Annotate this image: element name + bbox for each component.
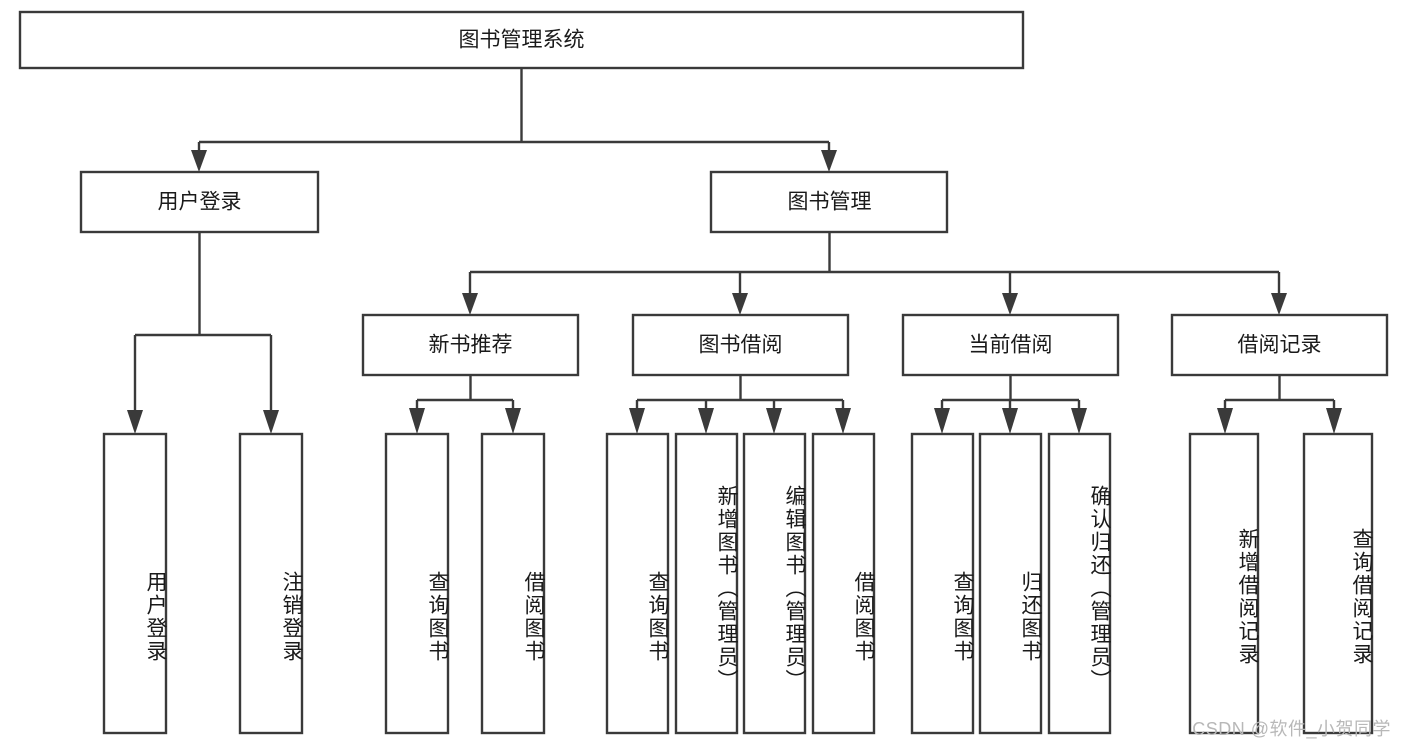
arrow-head-borrow-book: [732, 293, 748, 315]
connector-group-root: [191, 68, 837, 172]
leaf-group-borrow-book: [605, 432, 876, 735]
arrow-head-leaf-edit-book: [766, 408, 782, 434]
connector-group-current-borrow: [934, 375, 1087, 434]
node-root[interactable]: 图书管理系统: [18, 10, 1025, 70]
connector-group-new-book: [409, 375, 521, 434]
leaf-box-edit-book[interactable]: [742, 432, 807, 735]
node-label-current-borrow: 当前借阅: [969, 334, 1053, 357]
connector-group-user-login: [127, 232, 279, 434]
leaf-box-confirm-return[interactable]: [1047, 432, 1112, 735]
arrow-head-leaf-logout: [263, 410, 279, 434]
leaf-group-user-login: [102, 432, 304, 735]
arrow-head-borrow-record: [1271, 293, 1287, 315]
node-current-borrow[interactable]: 当前借阅: [901, 313, 1120, 377]
arrow-head-book-manage: [821, 150, 837, 172]
leaf-box-query-record[interactable]: [1302, 432, 1374, 735]
arrow-head-new-book: [462, 293, 478, 315]
node-borrow-book[interactable]: 图书借阅: [631, 313, 850, 377]
arrow-head-leaf-query-book-2: [629, 408, 645, 434]
connector-group-borrow-record: [1217, 375, 1342, 434]
leaf-box-query-book-3[interactable]: [910, 432, 975, 735]
node-borrow-record[interactable]: 借阅记录: [1170, 313, 1389, 377]
node-box-current-borrow[interactable]: [901, 313, 1120, 377]
leaf-box-borrow-book-2[interactable]: [811, 432, 876, 735]
node-book-manage[interactable]: 图书管理: [709, 170, 949, 234]
arrow-head-leaf-add-record: [1217, 408, 1233, 434]
leaf-box-add-book[interactable]: [674, 432, 739, 735]
arrow-head-leaf-query-book-1: [409, 408, 425, 434]
arrow-head-leaf-borrow-book-1: [505, 408, 521, 434]
node-box-user-login[interactable]: [79, 170, 320, 234]
node-box-new-book[interactable]: [361, 313, 580, 377]
leaf-group-borrow-record: [1188, 432, 1374, 735]
leaf-box-query-book-2[interactable]: [605, 432, 670, 735]
arrow-head-leaf-user-login: [127, 410, 143, 434]
node-box-borrow-book[interactable]: [631, 313, 850, 377]
leaf-box-return-book[interactable]: [978, 432, 1043, 735]
node-box-borrow-record[interactable]: [1170, 313, 1389, 377]
connector-group-borrow-book: [629, 375, 851, 434]
node-label-user-login: 用户登录: [158, 191, 242, 214]
node-label-root: 图书管理系统: [459, 29, 585, 52]
arrow-head-leaf-add-book: [698, 408, 714, 434]
arrow-head-leaf-borrow-book-2: [835, 408, 851, 434]
leaf-group-new-book: [384, 432, 546, 735]
arrow-head-user-login: [191, 150, 207, 172]
watermark-text: CSDN @软件_小贺同学: [1192, 719, 1391, 739]
leaf-box-query-book-1[interactable]: [384, 432, 450, 735]
leaf-box-borrow-book-1[interactable]: [480, 432, 546, 735]
node-label-book-manage: 图书管理: [788, 191, 872, 214]
leaf-box-logout-login[interactable]: [238, 432, 304, 735]
arrow-head-leaf-query-record: [1326, 408, 1342, 434]
node-new-book[interactable]: 新书推荐: [361, 313, 580, 377]
node-label-new-book: 新书推荐: [429, 334, 513, 357]
arrow-head-leaf-confirm-return: [1071, 408, 1087, 434]
node-box-root[interactable]: [18, 10, 1025, 70]
node-user-login[interactable]: 用户登录: [79, 170, 320, 234]
leaf-box-add-record[interactable]: [1188, 432, 1260, 735]
node-box-book-manage[interactable]: [709, 170, 949, 234]
node-label-borrow-book: 图书借阅: [699, 334, 783, 357]
connector-group-book-manage: [462, 232, 1287, 315]
node-label-borrow-record: 借阅记录: [1238, 334, 1322, 357]
leaf-group-current-borrow: [910, 432, 1112, 735]
arrow-head-leaf-return-book: [1002, 408, 1018, 434]
arrow-head-leaf-query-book-3: [934, 408, 950, 434]
arrow-head-current-borrow: [1002, 293, 1018, 315]
leaf-box-user-login[interactable]: [102, 432, 168, 735]
